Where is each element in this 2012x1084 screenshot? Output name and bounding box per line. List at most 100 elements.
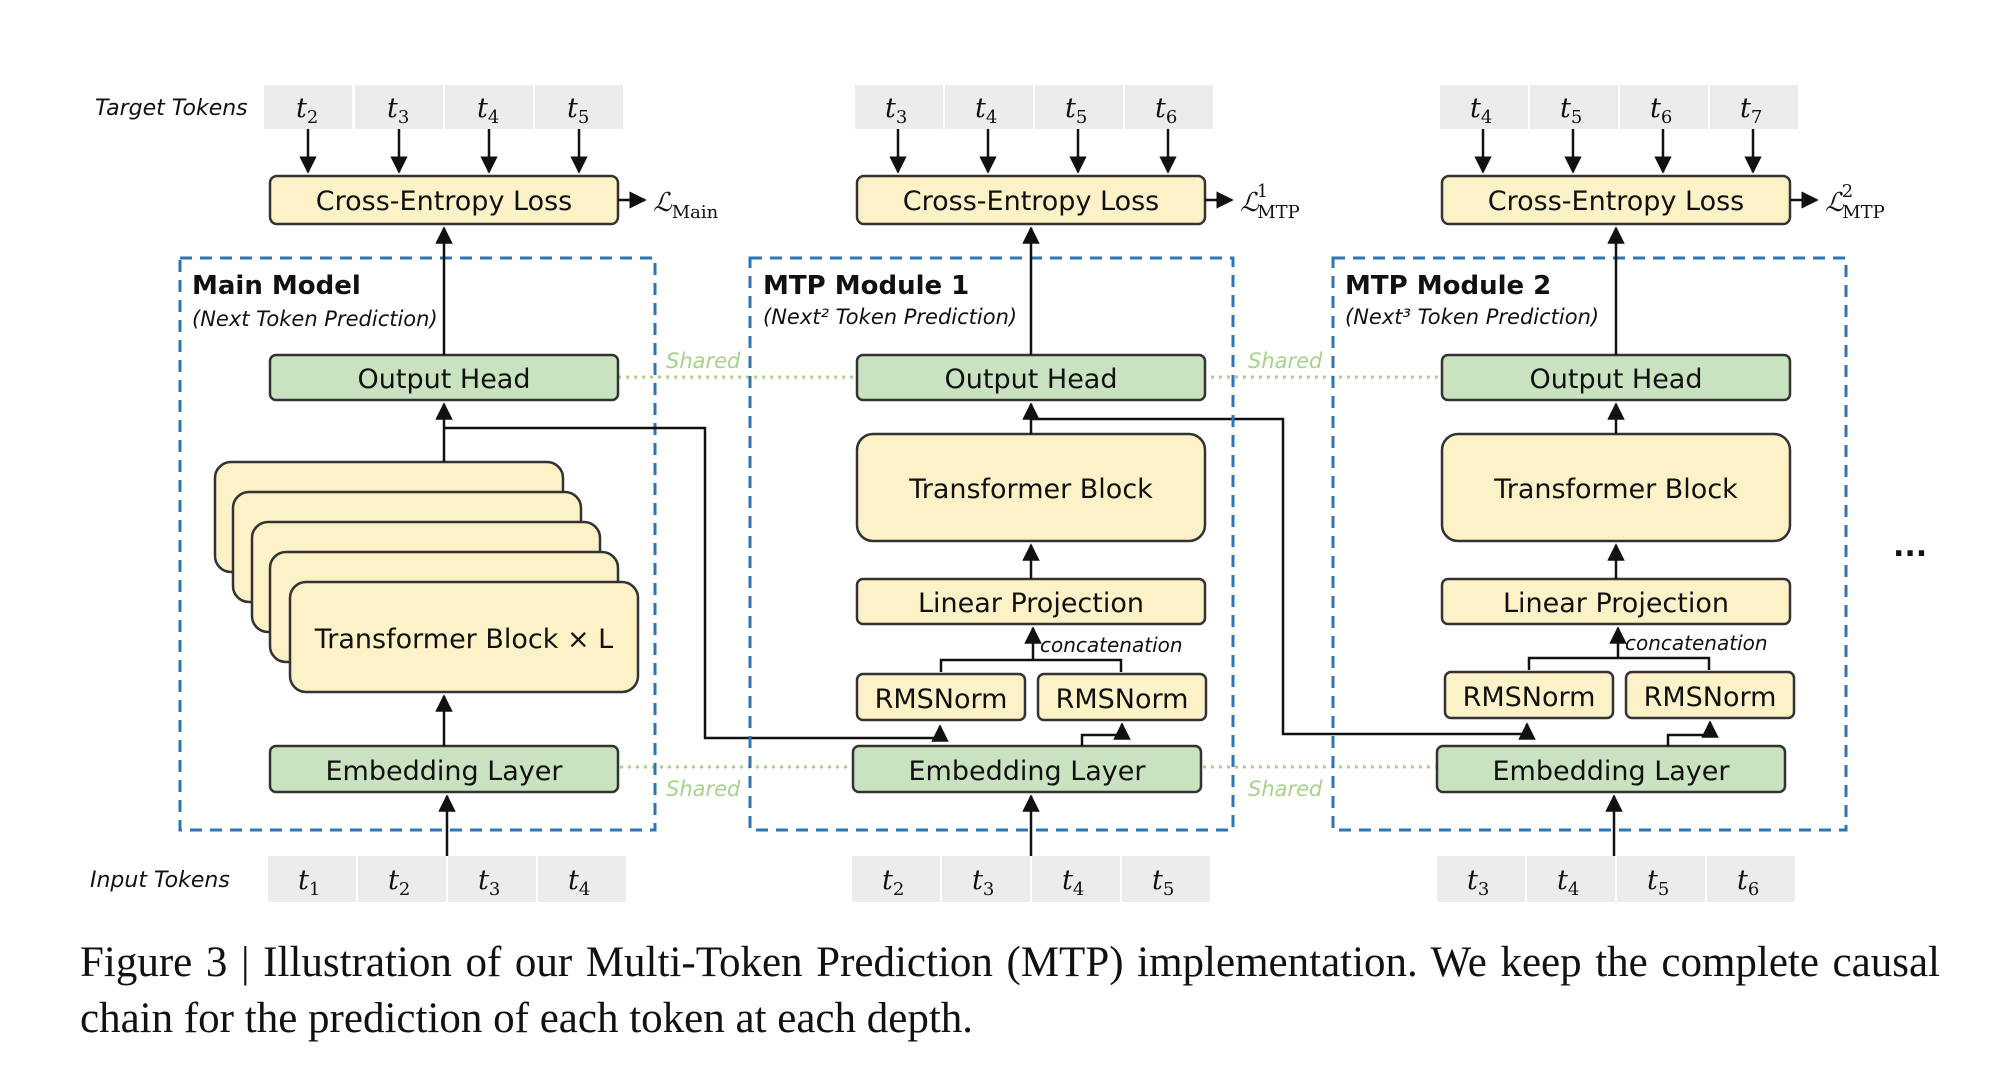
mtp2-transformer-label: Transformer Block bbox=[1493, 474, 1738, 505]
mtp1-input-tokens: t2 t3 t4 t5 bbox=[852, 856, 1210, 902]
mtp2-concat-bracket bbox=[1527, 656, 1711, 670]
mtp2-linear-label: Linear Projection bbox=[1503, 588, 1729, 619]
token-cell bbox=[1710, 85, 1798, 129]
token-cell bbox=[855, 85, 943, 129]
main-target-token-1: t3 bbox=[387, 93, 409, 128]
mtp1-subtitle: (Next² Token Prediction) bbox=[763, 305, 1017, 329]
shared-label-output-1: Shared bbox=[666, 349, 741, 373]
main-target-token-0: t2 bbox=[296, 93, 318, 128]
token-cell bbox=[448, 856, 536, 902]
mtp2-concatenation-label: concatenation bbox=[1625, 631, 1768, 655]
token-cell bbox=[1032, 856, 1120, 902]
main-model-subtitle: (Next Token Prediction) bbox=[192, 307, 438, 331]
arrow-embedding-to-rmsnorm bbox=[1080, 722, 1131, 746]
main-input-token-1: t2 bbox=[388, 865, 410, 900]
shared-links: Shared Shared Shared Shared bbox=[618, 349, 1440, 801]
main-output-head-label: Output Head bbox=[358, 364, 531, 395]
mtp1-embedding-label: Embedding Layer bbox=[908, 756, 1146, 787]
mtp2-input-token-3: t6 bbox=[1737, 865, 1759, 900]
mtp1-rmsnorm-right-label: RMSNorm bbox=[1056, 684, 1189, 715]
mtp2-output-head-label: Output Head bbox=[1530, 364, 1703, 395]
mtp2-target-token-0: t4 bbox=[1470, 93, 1492, 128]
continuation-ellipsis: ... bbox=[1893, 529, 1927, 564]
main-input-token-3: t4 bbox=[568, 865, 590, 900]
token-cell bbox=[1527, 856, 1615, 902]
main-embedding-label: Embedding Layer bbox=[325, 756, 563, 787]
token-cell bbox=[1122, 856, 1210, 902]
main-input-tokens: t1 t2 t3 t4 bbox=[268, 856, 626, 902]
main-transformer-label: Transformer Block × L bbox=[314, 624, 613, 655]
mtp2-rmsnorm-right-label: RMSNorm bbox=[1644, 682, 1777, 713]
main-target-token-3: t5 bbox=[567, 93, 589, 128]
token-cell bbox=[535, 85, 623, 129]
figure-caption: Figure 3 | Illustration of our Multi-Tok… bbox=[80, 939, 1940, 1042]
mtp1-input-token-3: t5 bbox=[1152, 865, 1174, 900]
mtp2-rmsnorm-left-label: RMSNorm bbox=[1463, 682, 1596, 713]
token-cell bbox=[1620, 85, 1708, 129]
mtp1-target-token-3: t6 bbox=[1155, 93, 1177, 128]
connector-main-to-mtp1 bbox=[444, 426, 949, 742]
token-cell bbox=[1617, 856, 1705, 902]
mtp1-embedding-layer bbox=[851, 744, 1203, 794]
figure-caption-container: Figure 3 | Illustration of our Multi-Tok… bbox=[80, 935, 1940, 1047]
mtp1-input-token-2: t4 bbox=[1062, 865, 1084, 900]
mtp2-target-token-1: t5 bbox=[1560, 93, 1582, 128]
mtp1-rmsnorm-left bbox=[855, 672, 1027, 722]
mtp1-border bbox=[748, 256, 1235, 832]
mtp2-embedding-layer bbox=[1435, 744, 1787, 794]
token-cell bbox=[1530, 85, 1618, 129]
connector-mtp1-to-mtp2 bbox=[1031, 417, 1536, 740]
token-cell bbox=[1125, 85, 1213, 129]
token-cell bbox=[1440, 85, 1528, 129]
token-cell bbox=[1035, 85, 1123, 129]
mtp2-loss-label: Cross-Entropy Loss bbox=[1488, 186, 1744, 217]
mtp-module-2: MTP Module 2 (Next³ Token Prediction) t4… bbox=[1331, 85, 1885, 902]
mtp1-linear-label: Linear Projection bbox=[918, 588, 1144, 619]
token-cell bbox=[268, 856, 356, 902]
token-cell bbox=[1437, 856, 1525, 902]
mtp1-concat-bracket bbox=[939, 658, 1123, 672]
token-cell bbox=[852, 856, 940, 902]
main-target-tokens: t2 t3 t4 t5 bbox=[264, 85, 623, 129]
main-input-token-2: t3 bbox=[478, 865, 500, 900]
token-cell bbox=[942, 856, 1030, 902]
token-cell bbox=[445, 85, 533, 129]
mtp2-target-tokens: t4 t5 t6 t7 bbox=[1440, 85, 1798, 129]
mtp2-embedding-label: Embedding Layer bbox=[1492, 756, 1730, 787]
mtp1-title: MTP Module 1 bbox=[763, 271, 969, 301]
input-tokens-label: Input Tokens bbox=[90, 868, 230, 893]
mtp1-target-token-2: t5 bbox=[1065, 93, 1087, 128]
mtp1-loss-label: Cross-Entropy Loss bbox=[903, 186, 1159, 217]
mtp2-input-token-1: t4 bbox=[1557, 865, 1579, 900]
target-tokens-label: Target Tokens bbox=[95, 96, 248, 121]
main-model-title: Main Model bbox=[192, 271, 361, 301]
shared-label-embedding-2: Shared bbox=[1248, 777, 1323, 801]
mtp-module-1: MTP Module 1 (Next² Token Prediction) t3… bbox=[748, 85, 1300, 902]
mtp2-target-token-3: t7 bbox=[1740, 93, 1762, 128]
mtp1-target-token-1: t4 bbox=[975, 93, 997, 128]
main-model-border bbox=[178, 256, 657, 832]
mtp2-border bbox=[1331, 256, 1848, 832]
mtp2-input-tokens: t3 t4 t5 t6 bbox=[1437, 856, 1795, 902]
token-cell bbox=[945, 85, 1033, 129]
token-cell bbox=[355, 85, 443, 129]
mtp1-target-token-0: t3 bbox=[885, 93, 907, 128]
main-model: Main Model (Next Token Prediction) t2 t3… bbox=[178, 85, 719, 902]
token-cell bbox=[1707, 856, 1795, 902]
mtp1-input-token-1: t3 bbox=[972, 865, 994, 900]
main-loss-symbol: ℒMain bbox=[653, 188, 719, 223]
mtp1-transformer-label: Transformer Block bbox=[908, 474, 1153, 505]
mtp2-subtitle: (Next³ Token Prediction) bbox=[1345, 305, 1599, 329]
mtp2-input-token-0: t3 bbox=[1467, 865, 1489, 900]
arrow-embedding-to-rmsnorm bbox=[1666, 720, 1719, 746]
main-transformer-block bbox=[288, 580, 640, 694]
mtp2-input-token-2: t5 bbox=[1647, 865, 1669, 900]
mtp1-output-head-label: Output Head bbox=[945, 364, 1118, 395]
shared-label-output-2: Shared bbox=[1248, 349, 1323, 373]
mtp2-target-token-2: t6 bbox=[1650, 93, 1672, 128]
shared-label-embedding-1: Shared bbox=[666, 777, 741, 801]
mtp2-rmsnorm-right bbox=[1624, 670, 1796, 720]
